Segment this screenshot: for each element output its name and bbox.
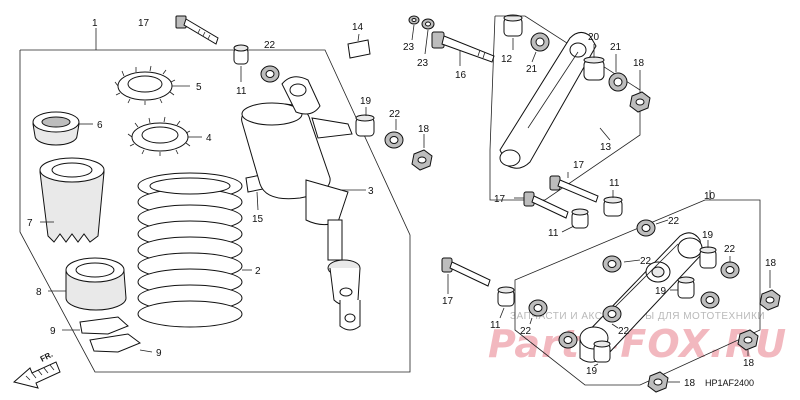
ref-label-9-upper: 9: [50, 326, 56, 337]
ref-label-19-arm-b: 19: [655, 286, 667, 297]
collar-11-lower: [497, 286, 515, 307]
washer-22-shock: [384, 131, 404, 149]
bolt-16: [431, 31, 495, 63]
washer-23-a: [408, 15, 420, 25]
watermark-logo: Parts-FOX.RU: [488, 322, 787, 366]
ref-label-11-mid-upper: 11: [609, 178, 620, 189]
ref-label-10: 10: [704, 191, 716, 202]
nut-18-arm-right: [759, 289, 781, 311]
ref-label-11-lower: 11: [490, 320, 501, 331]
ref-label-20: 20: [588, 32, 600, 43]
collar-19-shock: [355, 114, 375, 137]
ref-label-18-arm-right: 18: [765, 258, 777, 269]
ref-label-2: 2: [255, 266, 261, 277]
seal-6: [32, 111, 80, 146]
ref-label-18-shock: 18: [418, 124, 430, 135]
ref-label-11-upper: 11: [236, 86, 247, 97]
locknut-5: [114, 65, 176, 105]
ref-label-21-b: 21: [610, 42, 622, 53]
collar-19-arm-c: [593, 340, 611, 363]
ref-label-17-top: 17: [138, 18, 150, 29]
ref-label-4: 4: [206, 133, 212, 144]
ref-label-16: 16: [455, 70, 467, 81]
washer-22-arm-f: [602, 305, 622, 323]
group-13-outline: [489, 15, 641, 201]
ref-label-18-arm-lower: 18: [743, 358, 755, 369]
label-14-sticker: [347, 33, 371, 59]
ref-label-14: 14: [352, 22, 364, 33]
shock-absorber-3: [241, 76, 361, 331]
bolt-17-lower: [441, 257, 491, 287]
washer-22-arm-c: [720, 261, 740, 279]
ref-label-22-upper: 22: [264, 40, 276, 51]
spring-boot-7: [39, 157, 105, 243]
ref-label-19-arm-a: 19: [702, 230, 714, 241]
ref-label-1: 1: [92, 18, 98, 29]
collar-19-arm-b: [677, 276, 695, 299]
ref-label-18-bottom: 18: [684, 378, 696, 389]
bolt-17-mid-upper: [549, 175, 599, 203]
diagram-code: HP1AF2400: [705, 378, 754, 388]
ref-label-8: 8: [36, 287, 42, 298]
front-direction-arrow-icon: [12, 361, 61, 389]
collar-11-mid-lower: [571, 208, 589, 229]
shock-spring-2: [137, 172, 243, 328]
ref-label-22-arm-c: 22: [724, 244, 736, 255]
washer-23-b: [421, 18, 435, 30]
bushing-21-b: [608, 72, 628, 92]
ref-label-22-shock: 22: [389, 109, 401, 120]
washer-22-arm-a: [636, 219, 656, 237]
ref-label-19-shock: 19: [360, 96, 372, 107]
ref-label-5: 5: [196, 82, 202, 93]
group-10-outline: [514, 199, 761, 386]
spring-seat-8: [65, 257, 127, 311]
ref-label-21-a: 21: [526, 64, 538, 75]
link-13: [499, 32, 597, 169]
collar-11-upper: [233, 44, 249, 65]
ref-label-13: 13: [600, 142, 612, 153]
washer-22-arm-e: [528, 299, 548, 317]
washer-22-arm-b: [602, 255, 622, 273]
collar-19-arm-a: [699, 246, 717, 269]
collar-20: [583, 56, 605, 81]
collar-12: [503, 14, 523, 37]
adjuster-nut-4: [127, 116, 191, 156]
washer-22-upper: [260, 65, 280, 83]
nut-18-arm-lower-right: [737, 329, 759, 351]
ref-label-11-mid-lower: 11: [548, 228, 559, 239]
ref-label-7: 7: [27, 218, 33, 229]
ref-label-6: 6: [97, 120, 103, 131]
ref-label-18-link: 18: [633, 58, 645, 69]
ref-label-22-arm-b: 22: [640, 256, 652, 267]
washer-22-arm-g: [558, 331, 578, 349]
nut-18-shock: [411, 149, 433, 171]
collar-11-mid-upper: [603, 196, 623, 217]
ref-label-3: 3: [368, 186, 374, 197]
ref-label-15: 15: [252, 214, 264, 225]
bolt-17-mid-lower: [523, 191, 569, 219]
ref-label-23-a: 23: [403, 42, 415, 53]
ref-label-19-arm-c: 19: [586, 366, 598, 377]
ref-label-17-mid-lower: 17: [494, 194, 506, 205]
ref-label-9-lower: 9: [156, 348, 162, 359]
ref-label-23-b: 23: [417, 58, 429, 69]
stopper-plate-9-upper: [79, 316, 129, 335]
nut-18-link13: [629, 91, 651, 113]
washer-22-arm-d: [700, 291, 720, 309]
nut-18-bottom: [647, 371, 669, 393]
ref-label-22-arm-f: 22: [618, 326, 630, 337]
ref-label-22-arm-a: 22: [668, 216, 680, 227]
front-direction-label: FR.: [39, 350, 55, 364]
ref-label-12: 12: [501, 54, 513, 65]
group-1-outline: [19, 49, 411, 373]
ref-label-17-lower: 17: [442, 296, 454, 307]
ref-label-22-arm-e: 22: [520, 326, 532, 337]
ref-label-17-mid-upper: 17: [573, 160, 585, 171]
bolt-17-top: [175, 15, 219, 45]
bushing-21-a: [530, 32, 550, 52]
stopper-plate-9-lower: [89, 333, 142, 353]
